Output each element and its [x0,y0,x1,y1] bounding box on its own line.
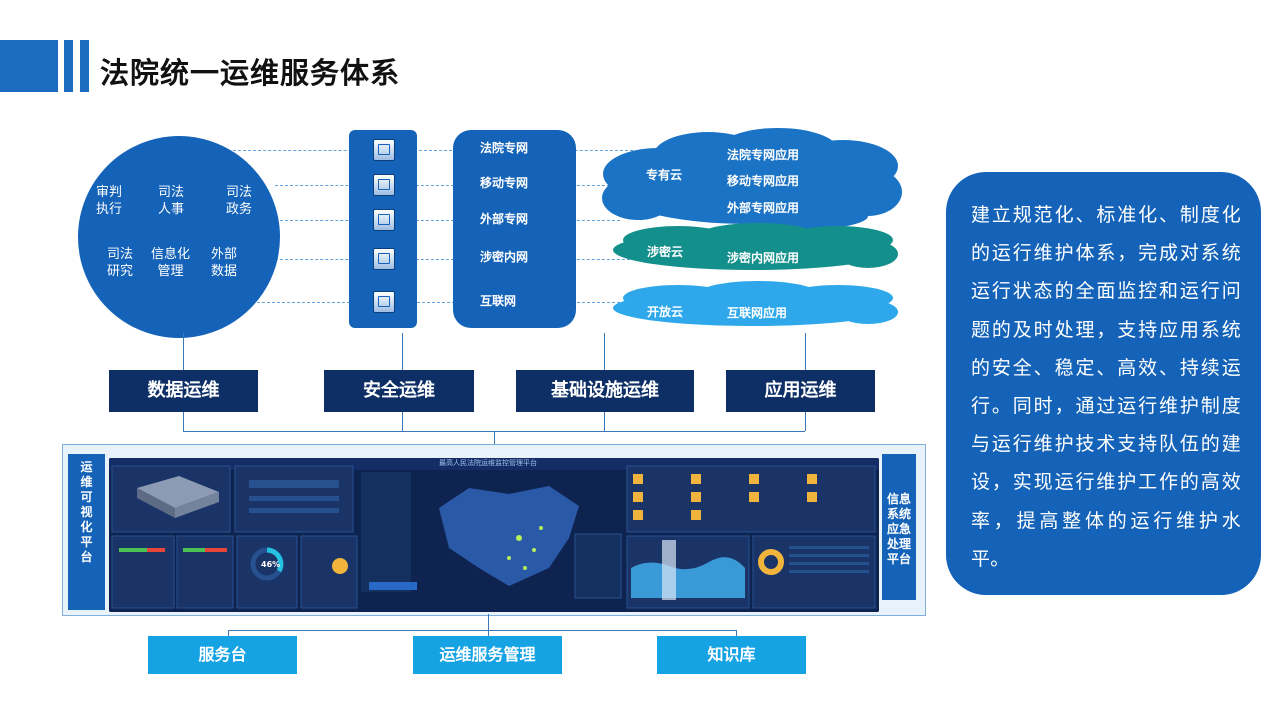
open-cloud-label: 开放云 [647,305,684,319]
description-text: 建立规范化、标准化、制度化的运行维护体系，完成对系统运行状态的全面监控和运行问题… [971,204,1241,570]
security-device-icon [373,174,395,196]
connector-line [488,614,489,636]
circle-item: 审判 执行 [96,185,123,217]
connector-line [183,333,184,370]
security-device-icon [373,248,395,270]
visualization-platform-label: 运 维 可 视 化 平 台 [68,454,105,610]
secret-cloud-label: 涉密云 [647,245,684,259]
network-item: 互联网 [480,294,517,308]
connector-line [280,220,620,221]
ops-box-data: 数据运维 [109,370,258,412]
ops-box-infrastructure: 基础设施运维 [516,370,694,412]
connector-line [228,150,633,151]
security-device-icon [373,209,395,231]
circle-item: 司法 人事 [158,185,185,217]
connector-line [228,630,229,636]
cloud-app: 法院专网应用 [727,148,800,162]
open-cloud-shape [613,281,898,326]
connector-line [402,412,403,431]
bottom-box-service-desk: 服务台 [148,636,297,674]
network-item: 移动专网 [480,176,529,190]
dashboard-screenshot: 最高人民法院运维监控管理平台 46% [109,458,879,612]
bottom-box-knowledge-base: 知识库 [657,636,806,674]
circle-item: 司法 研究 [107,247,134,279]
connector-line [275,185,620,186]
circle-item: 司法 政务 [226,185,253,217]
network-column [453,130,576,328]
cloud-app: 互联网应用 [727,306,788,320]
cloud-app: 涉密内网应用 [727,251,800,265]
header-accent-block [0,40,58,92]
secret-cloud-shape [613,223,898,270]
emergency-platform-label: 信息 系统 应急 处理 平台 [882,454,916,600]
connector-line [183,412,184,431]
circle-item: 信息化 管理 [151,247,191,279]
network-item: 涉密内网 [480,250,529,264]
private-cloud-label: 专有云 [646,168,683,182]
page-title: 法院统一运维服务体系 [100,56,401,90]
description-card [946,172,1261,595]
connector-line [242,302,620,303]
connector-line [736,630,737,636]
cloud-group [602,128,902,326]
network-item: 法院专网 [480,141,529,155]
connector-line [604,333,605,370]
connector-line [402,333,403,370]
connector-line [494,431,495,444]
private-cloud-shape [602,128,902,230]
header-accent-bar [64,40,73,92]
bottom-box-service-management: 运维服务管理 [413,636,562,674]
circle-item: 外部 数据 [211,247,238,279]
ops-box-security: 安全运维 [324,370,474,412]
dashboard-gauge-value: 46% [261,560,281,569]
connector-line [604,412,605,431]
cloud-app: 外部专网应用 [727,201,800,215]
connector-line [805,333,806,370]
dashboard-title: 最高人民法院运维监控管理平台 [439,459,537,467]
header-accent-bar [80,40,89,92]
cloud-app: 移动专网应用 [727,174,800,188]
connector-line [228,630,736,631]
security-device-icon [373,139,395,161]
security-device-icon [373,291,395,313]
ops-box-application: 应用运维 [726,370,875,412]
connector-line [805,412,806,431]
business-domain-circle [78,136,280,338]
network-item: 外部专网 [480,212,529,226]
